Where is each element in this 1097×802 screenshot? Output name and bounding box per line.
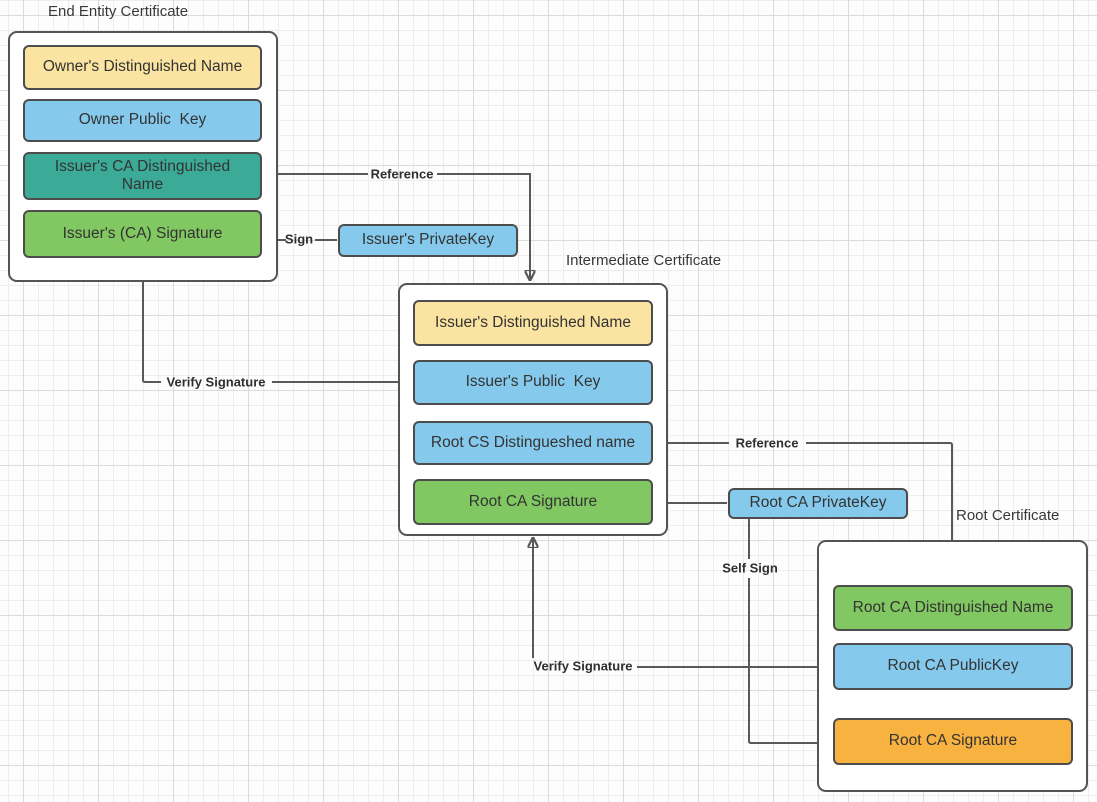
issuer-ca-distinguished-name-box[interactable]: Issuer's CA Distinguished Name [23, 152, 262, 200]
edge-verify-signature-root-publickey-to-root-signature[interactable] [533, 537, 832, 668]
edge-label-verify-signature-1: Verify Signature [166, 374, 266, 390]
root-ca-private-key-box[interactable]: Root CA PrivateKey [728, 488, 908, 519]
issuer-distinguished-name-box[interactable]: Issuer's Distinguished Name [413, 300, 653, 346]
edge-label-reference-2: Reference [735, 435, 799, 451]
edge-label-sign: Sign [284, 231, 314, 247]
issuer-private-key-box[interactable]: Issuer's PrivateKey [338, 224, 518, 257]
intermediate-certificate-title: Intermediate Certificate [566, 252, 722, 269]
root-ca-signature-root-box[interactable]: Root CA Signature [833, 718, 1073, 765]
root-certificate-title: Root Certificate [956, 507, 1060, 524]
owner-public-key-box[interactable]: Owner Public Key [23, 99, 262, 142]
root-cs-distinguished-name-box[interactable]: Root CS Distingueshed name [413, 421, 653, 465]
root-ca-signature-intermediate-box[interactable]: Root CA Signature [413, 479, 653, 525]
issuer-ca-signature-box[interactable]: Issuer's (CA) Signature [23, 210, 262, 258]
edge-label-verify-signature-2: Verify Signature [533, 658, 633, 674]
edge-label-reference-1: Reference [370, 166, 434, 182]
root-ca-distinguished-name-box[interactable]: Root CA Distinguished Name [833, 585, 1073, 631]
root-ca-public-key-box[interactable]: Root CA PublicKey [833, 643, 1073, 690]
owner-distinguished-name-box[interactable]: Owner's Distinguished Name [23, 45, 262, 90]
end-entity-certificate-title: End Entity Certificate [48, 3, 189, 20]
issuer-public-key-box[interactable]: Issuer's Public Key [413, 360, 653, 405]
edge-label-self-sign: Self Sign [722, 560, 778, 576]
